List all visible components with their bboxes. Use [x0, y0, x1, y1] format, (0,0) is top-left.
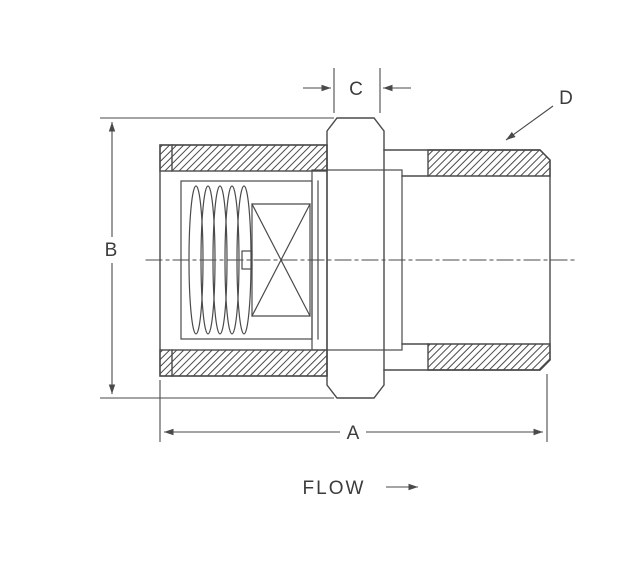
right-thread-top [427, 149, 551, 177]
dimension-c [303, 68, 411, 113]
right-thread-bottom [427, 343, 551, 371]
dim-label-a: A [347, 423, 360, 444]
valve-body [145, 117, 575, 399]
dimension-a [159, 374, 548, 442]
leader-line-d [505, 105, 554, 141]
hex-collar [326, 117, 385, 399]
left-thread-top [159, 144, 328, 172]
flow-label: FLOW [303, 478, 366, 499]
left-thread-bottom [159, 349, 328, 377]
dim-label-b: B [105, 240, 118, 261]
dimension-b [100, 117, 334, 399]
dim-label-d: D [559, 88, 573, 109]
right-threaded-fitting [383, 149, 551, 371]
dim-label-c: C [349, 79, 363, 100]
dimensions [100, 68, 554, 491]
left-threaded-fitting [159, 144, 328, 377]
